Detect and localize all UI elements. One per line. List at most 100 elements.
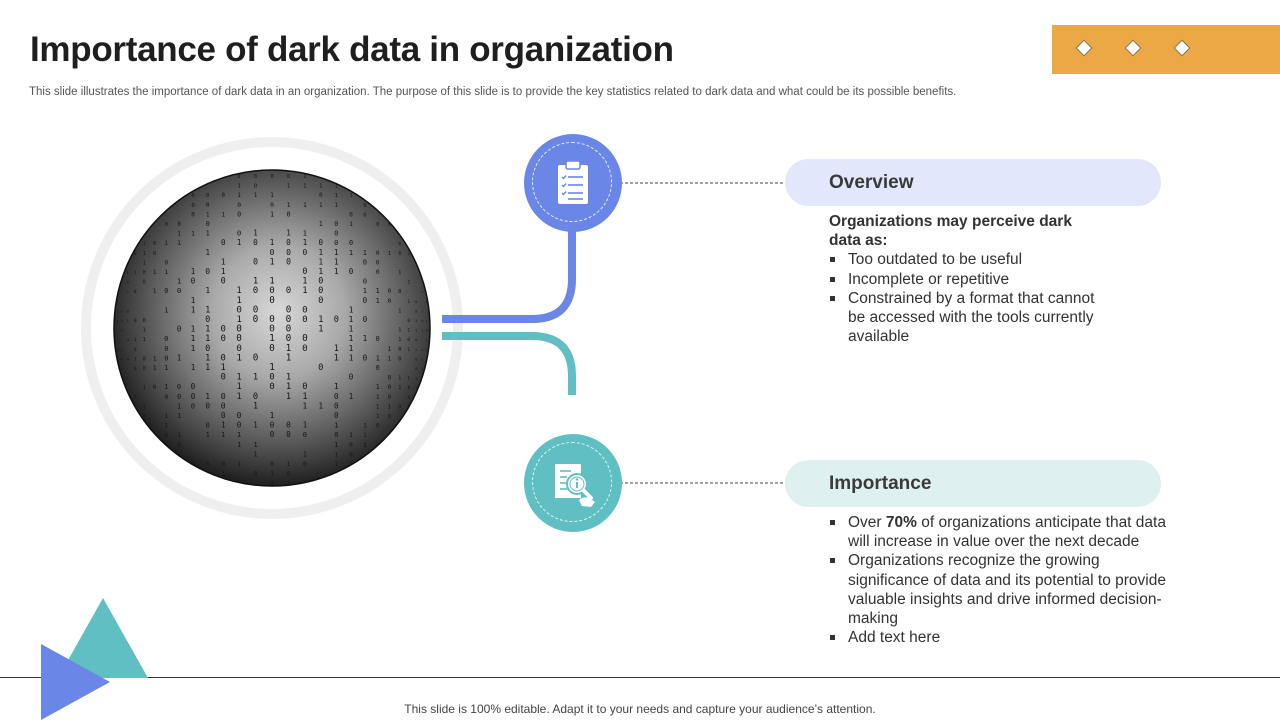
binary-digit: 0 — [164, 259, 168, 266]
binary-digit: 0 — [127, 473, 129, 477]
binary-digit: 0 — [287, 174, 290, 180]
binary-digit: 1 — [388, 492, 390, 496]
binary-digit: 0 — [177, 382, 181, 391]
binary-digit: 1 — [237, 392, 242, 402]
binary-digit: 1 — [177, 402, 181, 410]
binary-digit: 1 — [206, 481, 209, 487]
binary-digit: 0 — [408, 185, 410, 189]
binary-digit: 0 — [121, 386, 123, 390]
binary-digit: 1 — [286, 373, 291, 383]
overview-label: Overview — [829, 172, 914, 193]
binary-digit: 0 — [421, 175, 423, 179]
binary-digit: 1 — [143, 385, 146, 391]
binary-digit: 0 — [114, 463, 116, 467]
binary-digit: 1 — [191, 230, 195, 238]
binary-digit: 1 — [334, 257, 339, 266]
binary-digit: 0 — [127, 233, 129, 237]
binary-digit: 0 — [254, 174, 257, 180]
binary-digit: 1 — [303, 421, 308, 430]
binary-digit: 0 — [143, 414, 146, 420]
clipboard-checklist-icon — [558, 160, 588, 204]
binary-digit: 0 — [398, 241, 401, 247]
binary-digit: 1 — [407, 347, 410, 353]
binary-digit: 0 — [221, 391, 226, 401]
binary-digit: 0 — [114, 261, 116, 265]
binary-digit: 0 — [205, 267, 210, 276]
binary-digit: 1 — [334, 421, 338, 430]
binary-digit: 1 — [421, 309, 423, 313]
binary-digit: 1 — [205, 248, 210, 257]
binary-digit: 1 — [376, 287, 380, 295]
binary-digit: 1 — [134, 433, 137, 438]
binary-digit: 0 — [363, 258, 367, 266]
binary-digit: 0 — [191, 193, 194, 199]
binary-digit: 0 — [178, 174, 181, 179]
binary-digit: 1 — [303, 174, 306, 180]
binary-digit: 0 — [221, 277, 226, 287]
binary-digit: 1 — [349, 333, 354, 343]
binary-digit: 1 — [349, 314, 354, 324]
binary-digit: 0 — [177, 222, 181, 228]
binary-digit: 0 — [303, 430, 307, 439]
binary-digit: 1 — [114, 204, 116, 208]
teal-connector — [442, 332, 576, 395]
binary-digit: 0 — [127, 405, 129, 409]
binary-digit: 0 — [426, 405, 428, 409]
binary-digit: 1 — [335, 203, 339, 209]
binary-digit: 1 — [165, 452, 168, 458]
binary-digit: 0 — [421, 194, 423, 198]
binary-digit: 1 — [388, 355, 392, 362]
binary-digit: 1 — [143, 251, 146, 257]
binary-digit: 1 — [398, 328, 401, 334]
binary-digit: 0 — [428, 329, 430, 333]
binary-digit: 1 — [318, 257, 323, 266]
binary-digit: 1 — [117, 386, 119, 390]
binary-digit: 1 — [349, 343, 354, 353]
binary-digit: 0 — [388, 222, 391, 228]
binary-digit: 0 — [415, 396, 417, 400]
binary-digit: 0 — [221, 411, 226, 420]
binary-digit: 1 — [191, 363, 196, 372]
list-item: Incomplete or repetitive — [829, 270, 1099, 289]
binary-digit: 1 — [205, 334, 210, 344]
binary-digit: 0 — [127, 415, 129, 419]
binary-digit: 1 — [143, 482, 145, 486]
binary-digit: 0 — [134, 289, 137, 295]
binary-digit: 1 — [117, 415, 119, 419]
binary-digit: 1 — [426, 348, 428, 352]
binary-digit: 1 — [177, 277, 181, 286]
binary-digit: 1 — [191, 324, 196, 334]
binary-digit: 1 — [221, 363, 226, 373]
binary-digit: 0 — [220, 334, 225, 344]
binary-digit: 1 — [206, 230, 210, 238]
binary-digit: 0 — [286, 238, 291, 247]
binary-digit: 0 — [421, 357, 423, 361]
list-item: Over 70% of organizations anticipate tha… — [829, 513, 1184, 551]
importance-dashed-line — [620, 482, 786, 484]
binary-digit: 1 — [398, 270, 401, 276]
binary-digit: 0 — [121, 309, 123, 313]
binary-digit: 1 — [363, 432, 367, 439]
binary-digit: 1 — [127, 463, 129, 467]
binary-digit: 0 — [407, 318, 410, 324]
binary-digit: 1 — [253, 277, 258, 287]
binary-digit: 0 — [206, 462, 210, 468]
binary-digit: 1 — [143, 212, 146, 217]
binary-digit: 1 — [421, 329, 423, 333]
binary-digit: 1 — [221, 210, 225, 218]
binary-digit: 0 — [376, 364, 380, 372]
binary-digit: 1 — [269, 257, 274, 267]
binary-digit: 1 — [237, 430, 241, 439]
binary-digit: 1 — [398, 337, 401, 343]
binary-digit: 0 — [191, 212, 195, 218]
binary-digit: 1 — [114, 242, 116, 246]
footer-divider — [0, 677, 1280, 678]
binary-digit: 0 — [206, 193, 209, 199]
binary-digit: 1 — [237, 461, 241, 468]
highlight-stat: 70% — [885, 514, 917, 531]
binary-digit: 0 — [134, 347, 137, 353]
binary-digit: 1 — [303, 202, 307, 209]
binary-digit: 0 — [388, 375, 392, 382]
binary-digit: 1 — [398, 308, 401, 314]
binary-digit: 1 — [164, 268, 168, 276]
